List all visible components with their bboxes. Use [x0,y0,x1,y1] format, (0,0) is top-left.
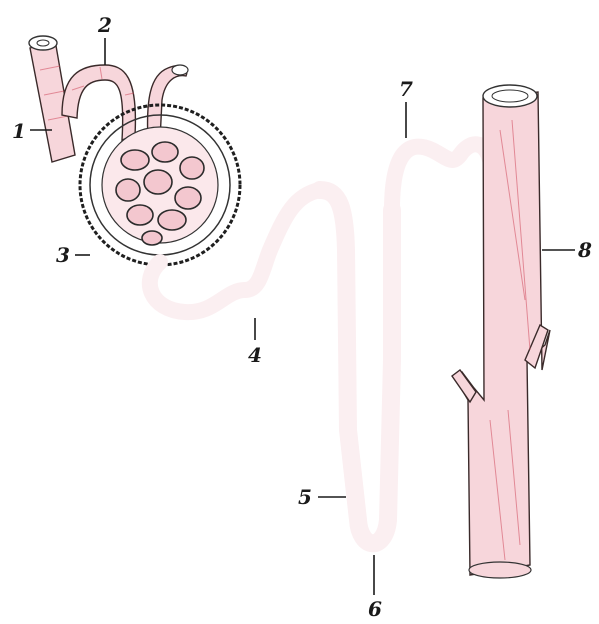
label-2: 2 [97,13,112,37]
label-6: 6 [368,597,382,621]
loop-of-henle [320,190,392,543]
label-3: 3 [56,243,70,267]
label-1: 1 [12,119,26,143]
label-5: 5 [298,485,312,509]
label-7: 7 [399,77,413,101]
label-4: 4 [248,343,262,367]
label-8: 8 [577,238,592,262]
